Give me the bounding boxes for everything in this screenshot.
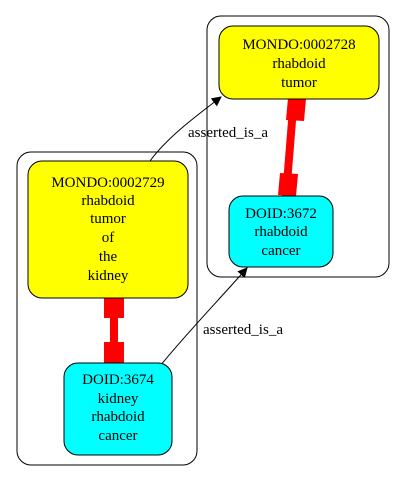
node-mondo-0002729-label-line: kidney [88, 268, 129, 284]
equivalence-edge-left-cap-bottom [104, 342, 124, 364]
node-mondo-0002729-label-line: tumor [90, 211, 126, 227]
is-a-edge-mondo [149, 96, 222, 162]
node-doid-3672-box [228, 195, 334, 268]
node-mondo-0002728-box [218, 25, 380, 100]
is-a-edge-mondo-label: asserted_is_a [188, 125, 268, 141]
node-mondo-0002728-label-line: rhabdoid [272, 56, 326, 72]
node-doid-3672-label-line: cancer [261, 243, 300, 259]
equivalence-edge-right [278, 96, 306, 196]
node-mondo-0002729-id: MONDO:0002729 [51, 175, 164, 191]
node-mondo-0002728-label-line: tumor [281, 75, 317, 91]
node-doid-3674-label-line: kidney [98, 391, 139, 407]
equivalence-edge-left-bar [110, 297, 118, 365]
node-doid-3672[interactable]: DOID:3672 rhabdoid cancer [228, 195, 334, 268]
node-doid-3674[interactable]: DOID:3674 kidney rhabdoid cancer [63, 362, 173, 456]
node-mondo-0002729-box [27, 160, 189, 299]
node-mondo-0002729-label-line: the [99, 249, 118, 265]
cluster-kidney-box [16, 151, 198, 466]
node-mondo-0002729-label-line: of [102, 230, 115, 246]
is-a-edge-doid-label: asserted_is_a [203, 322, 283, 338]
equivalence-edge-left [104, 297, 124, 365]
node-doid-3674-id: DOID:3674 [82, 372, 154, 388]
node-mondo-0002728[interactable]: MONDO:0002728 rhabdoid tumor [218, 25, 380, 100]
equivalence-edge-left-cap-top [104, 298, 124, 318]
equivalence-edge-right-cap-bottom [278, 173, 298, 196]
is-a-edge-doid [159, 267, 248, 367]
node-doid-3674-label-line: rhabdoid [91, 409, 145, 425]
node-mondo-0002728-id: MONDO:0002728 [242, 37, 355, 53]
node-doid-3672-id: DOID:3672 [245, 206, 317, 222]
cluster-tumor-box [206, 15, 390, 278]
node-doid-3672-label-line: rhabdoid [254, 224, 308, 240]
equivalence-edge-right-cap-top [286, 98, 306, 121]
node-doid-3674-label-line: cancer [98, 428, 137, 444]
equivalence-edge-right-bar [282, 96, 298, 196]
node-doid-3674-box [63, 362, 173, 456]
node-mondo-0002729[interactable]: MONDO:0002729 rhabdoid tumor of the kidn… [27, 160, 189, 299]
node-mondo-0002729-label-line: rhabdoid [81, 193, 135, 209]
